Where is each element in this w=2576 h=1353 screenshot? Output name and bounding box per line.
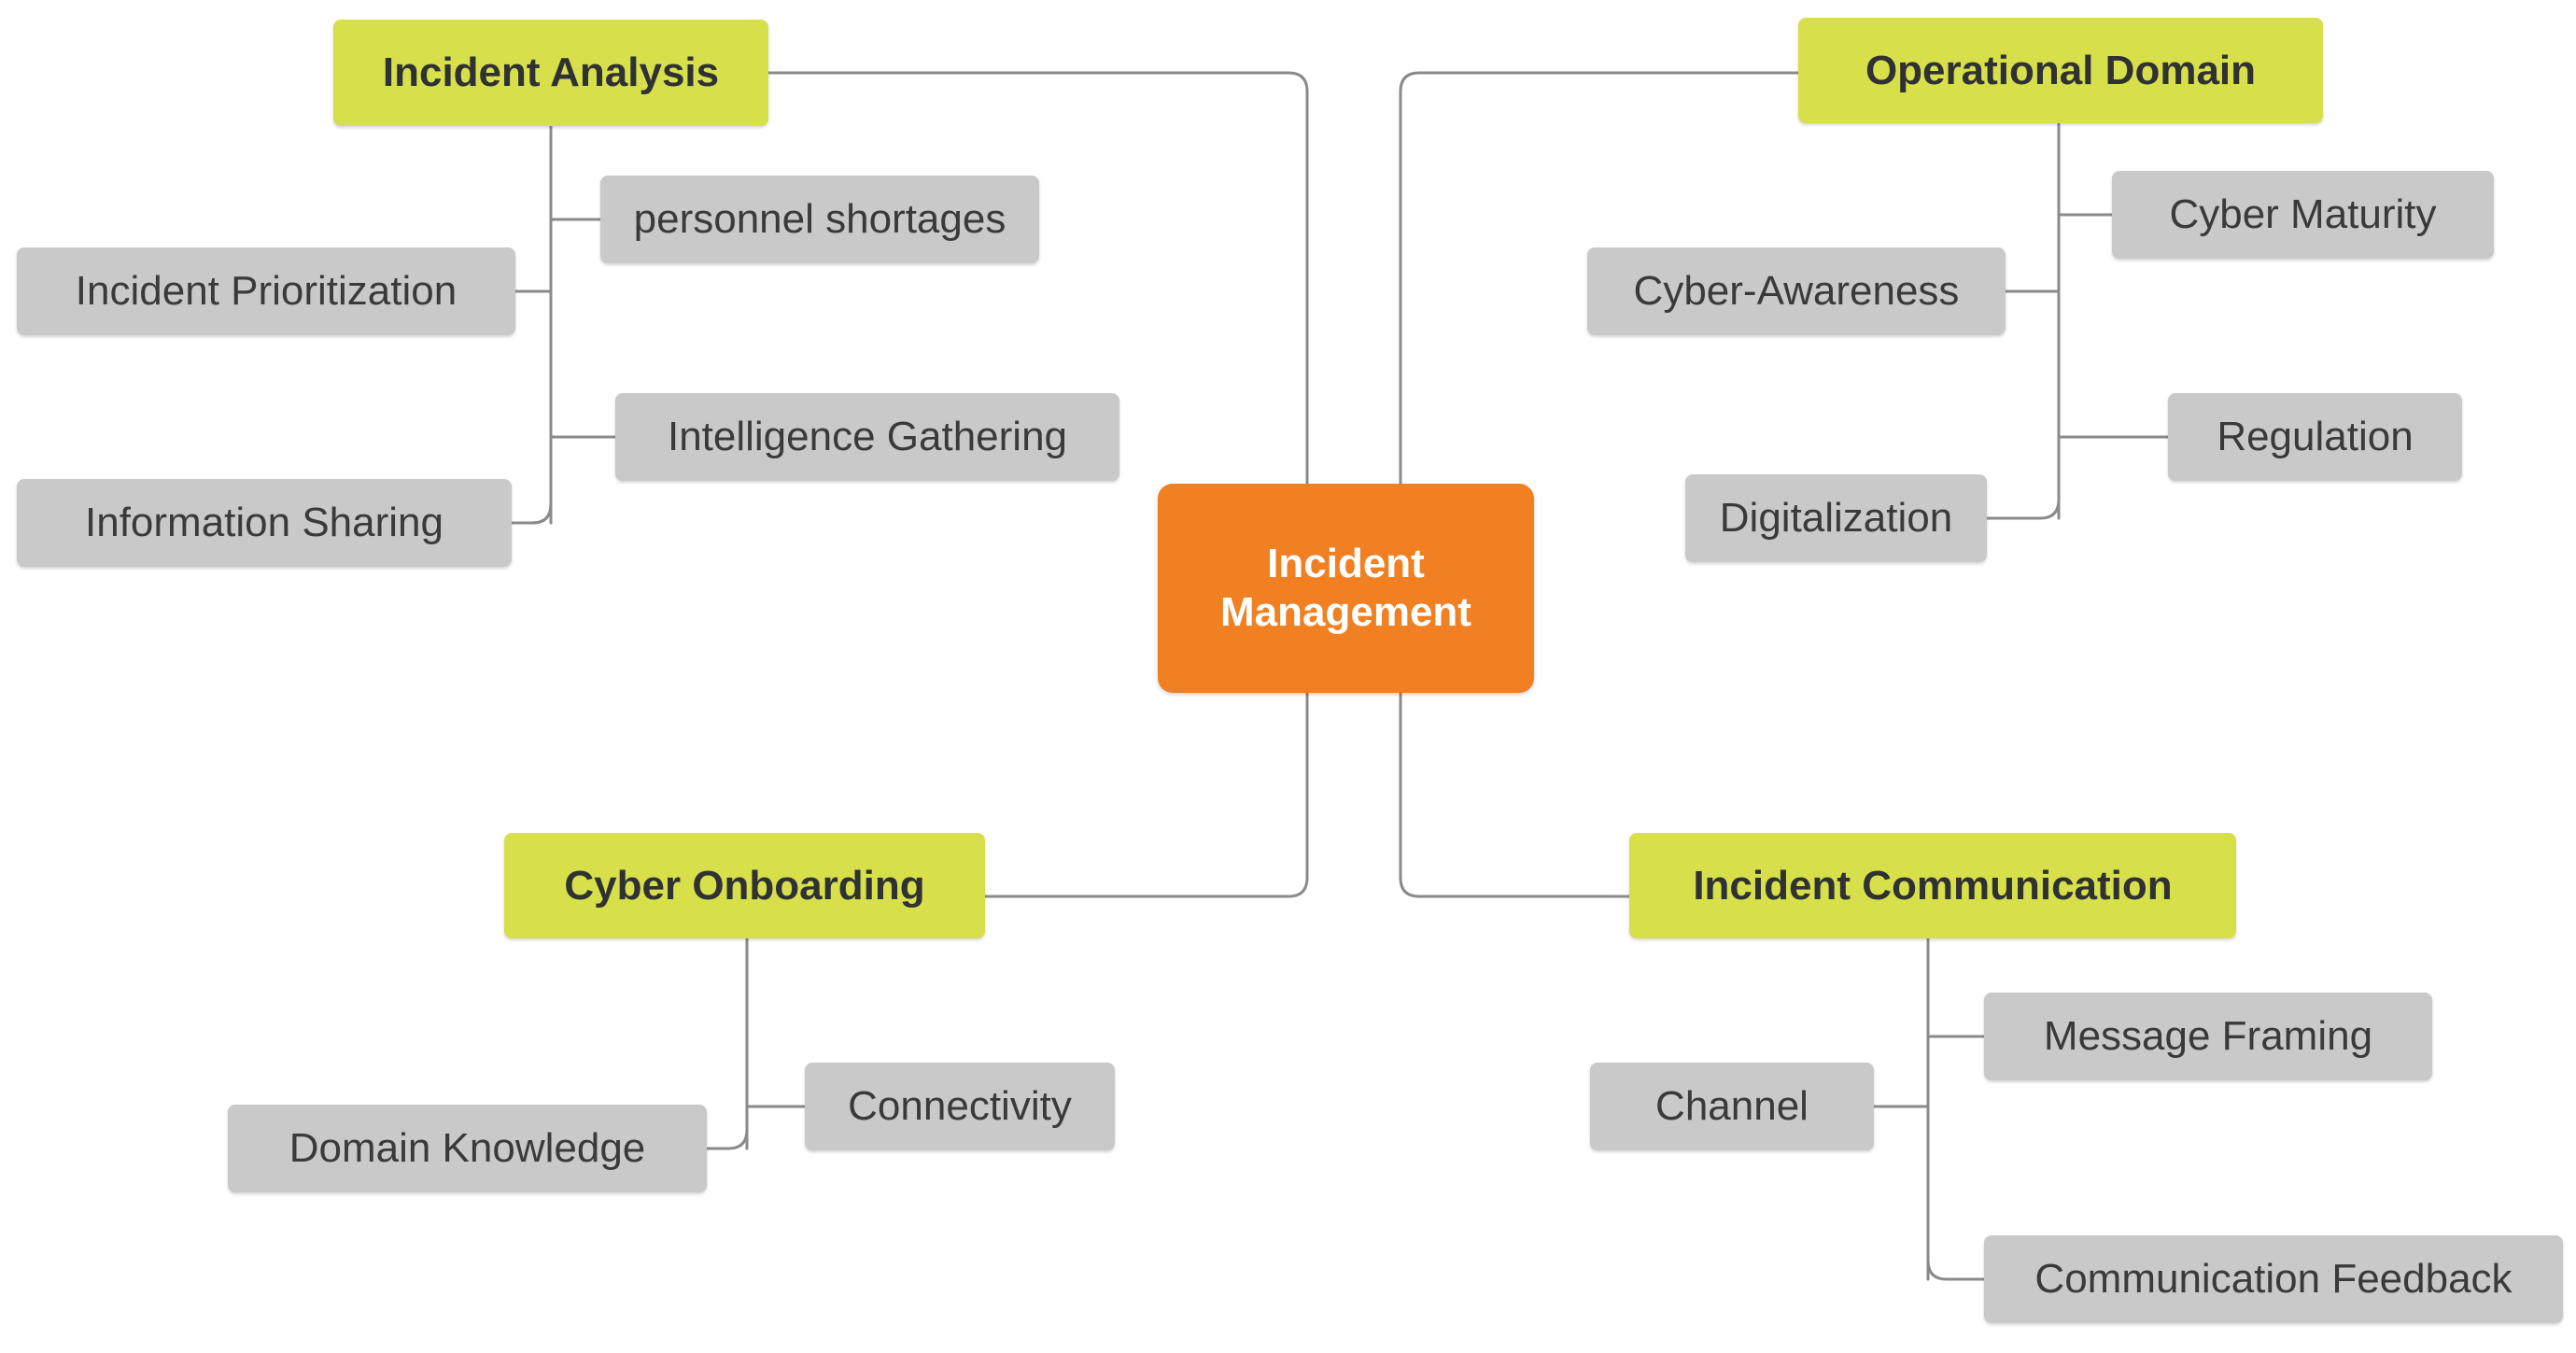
leaf-node-intelligence-gathering[interactable]: Intelligence Gathering	[615, 393, 1119, 481]
leaf-node-label-intelligence-gathering: Intelligence Gathering	[667, 414, 1068, 460]
leaf-node-label-cyber-awareness: Cyber-Awareness	[1633, 268, 1960, 315]
edge-root-incident-communication	[1399, 691, 1631, 898]
leaf-node-label-digitalization: Digitalization	[1719, 495, 1953, 542]
root-node-incident-management[interactable]: Incident Management	[1158, 484, 1534, 693]
branch-node-cyber-onboarding[interactable]: Cyber Onboarding	[504, 833, 985, 938]
root-node-label: Incident Management	[1220, 541, 1471, 635]
edge-ic-communication-feedback	[1926, 1259, 1986, 1281]
leaf-node-label-connectivity: Connectivity	[848, 1083, 1072, 1130]
branch-node-operational-domain[interactable]: Operational Domain	[1798, 18, 2323, 123]
leaf-node-label-message-framing: Message Framing	[2043, 1013, 2373, 1060]
leaf-node-label-channel: Channel	[1655, 1083, 1809, 1130]
edge-ia-spine	[510, 124, 553, 525]
leaf-node-cyber-awareness[interactable]: Cyber-Awareness	[1587, 247, 2006, 335]
branch-node-label-operational-domain: Operational Domain	[1865, 47, 2257, 93]
leaf-node-communication-feedback[interactable]: Communication Feedback	[1984, 1235, 2563, 1323]
leaf-node-label-domain-knowledge: Domain Knowledge	[289, 1125, 646, 1172]
edge-co-domain-knowledge	[705, 1128, 749, 1150]
leaf-node-digitalization[interactable]: Digitalization	[1685, 474, 1987, 562]
branch-node-incident-communication[interactable]: Incident Communication	[1629, 833, 2236, 938]
edge-ia-corner-info-sharing	[510, 502, 553, 525]
leaf-node-label-personnel-shortages: personnel shortages	[633, 196, 1006, 243]
edge-root-cyber-onboarding	[983, 691, 1309, 898]
leaf-node-message-framing[interactable]: Message Framing	[1984, 993, 2432, 1080]
leaf-node-channel[interactable]: Channel	[1590, 1063, 1874, 1150]
leaf-node-personnel-shortages[interactable]: personnel shortages	[600, 176, 1039, 263]
edge-od-digitalization	[1985, 498, 2061, 520]
leaf-node-label-cyber-maturity: Cyber Maturity	[2169, 191, 2437, 238]
leaf-node-label-incident-prioritization: Incident Prioritization	[75, 268, 457, 315]
branch-node-label-incident-analysis: Incident Analysis	[382, 49, 720, 96]
leaf-node-connectivity[interactable]: Connectivity	[805, 1063, 1115, 1150]
leaf-node-label-regulation: Regulation	[2217, 414, 2414, 460]
leaf-node-domain-knowledge[interactable]: Domain Knowledge	[228, 1105, 707, 1192]
branch-node-label-incident-communication: Incident Communication	[1693, 862, 2173, 909]
leaf-node-label-information-sharing: Information Sharing	[85, 500, 443, 546]
leaf-node-incident-prioritization[interactable]: Incident Prioritization	[17, 247, 515, 335]
leaf-node-cyber-maturity[interactable]: Cyber Maturity	[2112, 171, 2494, 259]
branch-node-incident-analysis[interactable]: Incident Analysis	[333, 20, 768, 126]
leaf-node-regulation[interactable]: Regulation	[2168, 393, 2462, 481]
branch-node-label-cyber-onboarding: Cyber Onboarding	[564, 862, 925, 909]
leaf-node-information-sharing[interactable]: Information Sharing	[17, 479, 512, 567]
leaf-node-label-communication-feedback: Communication Feedback	[2034, 1256, 2513, 1303]
